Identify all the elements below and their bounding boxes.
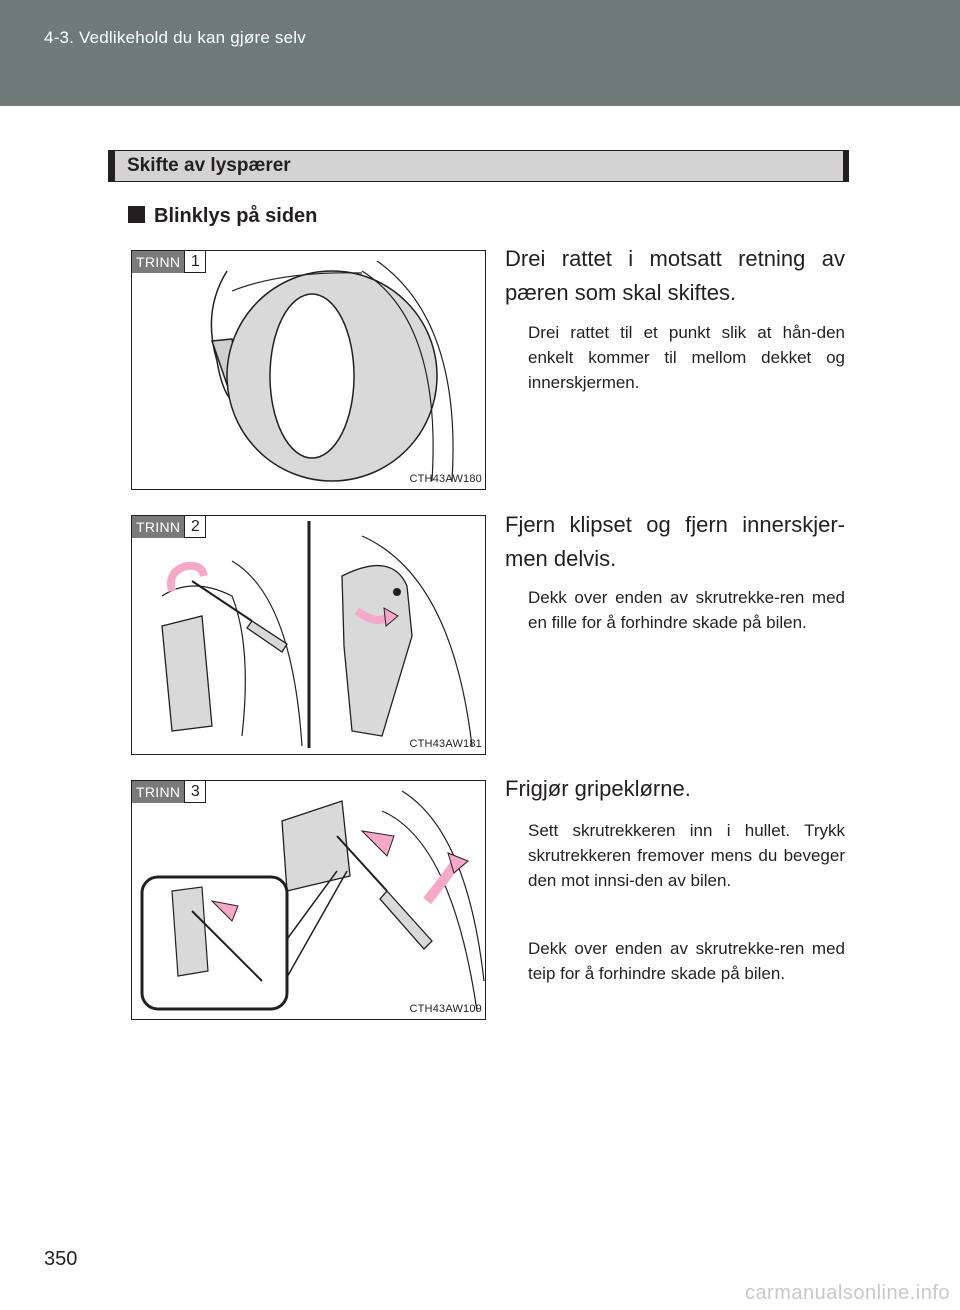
- step-badge: TRINN 1: [132, 251, 207, 273]
- figure-code: CTH43AW109: [409, 1003, 482, 1015]
- step-badge: TRINN 2: [132, 516, 207, 538]
- figure-step-1: TRINN 1 CTH43AW180: [131, 250, 486, 490]
- step-3-note-2: Dekk over enden av skrutrekke-ren med te…: [528, 939, 845, 983]
- subheading-text: Blinklys på siden: [154, 205, 318, 227]
- section-title: Skifte av lyspærer: [127, 155, 291, 176]
- step-3-note-1: Sett skrutrekkeren inn i hullet. Trykk s…: [528, 821, 845, 890]
- watermark: carmanualsonline.info: [744, 1282, 950, 1304]
- subheading: Blinklys på siden: [128, 205, 317, 228]
- step-1-title: Drei rattet i motsatt retning av pæren s…: [505, 246, 845, 305]
- step-1-note: Drei rattet til et punkt slik at hån-den…: [528, 323, 845, 392]
- step-badge-number: 1: [184, 251, 207, 273]
- step-2-title: Fjern klipset og fjern innerskjer-men de…: [505, 512, 845, 571]
- page-number: 350: [44, 1248, 78, 1270]
- figure-code: CTH43AW180: [409, 473, 482, 485]
- step-badge-label: TRINN: [132, 781, 185, 803]
- step-badge-label: TRINN: [132, 516, 185, 538]
- breadcrumb: 4-3. Vedlikehold du kan gjøre selv: [44, 28, 306, 47]
- tire-turned-illustration: [210, 260, 454, 482]
- figure-code: CTH43AW181: [409, 738, 482, 750]
- step-badge-number: 3: [184, 781, 207, 803]
- clip-removal-illustration: [161, 521, 473, 748]
- step-badge-number: 2: [184, 516, 207, 538]
- section-title-box: Skifte av lyspærer: [108, 150, 849, 182]
- claw-release-illustration: [140, 790, 485, 1012]
- bullet-square-icon: [128, 206, 145, 223]
- figure-step-2: TRINN 2 CTH43AW181: [131, 515, 486, 755]
- step-3-title: Frigjør gripeklørne.: [505, 776, 691, 801]
- header-band: 4-3. Vedlikehold du kan gjøre selv: [0, 0, 960, 106]
- figure-step-3: TRINN 3 CTH43AW109: [131, 780, 486, 1020]
- step-2-note: Dekk over enden av skrutrekke-ren med en…: [528, 588, 845, 632]
- step-badge: TRINN 3: [132, 781, 207, 803]
- step-badge-label: TRINN: [132, 251, 185, 273]
